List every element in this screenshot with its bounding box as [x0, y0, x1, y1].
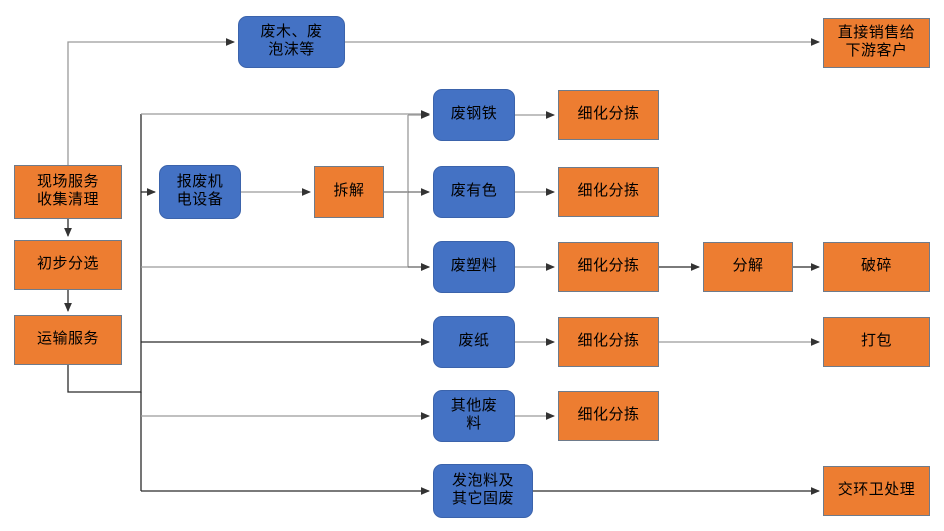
node-transport[interactable]: 运输服务 [14, 315, 122, 365]
node-directsale[interactable]: 直接销售给 下游客户 [823, 18, 930, 68]
node-scrapequip[interactable]: 报废机 电设备 [159, 165, 241, 219]
node-onsite[interactable]: 现场服务 收集清理 [14, 165, 122, 219]
node-scrapnonfe[interactable]: 废有色 [433, 166, 515, 218]
node-sortpaper[interactable]: 细化分拣 [558, 317, 659, 367]
node-otherwaste[interactable]: 其他废 料 [433, 390, 515, 442]
node-sanitation[interactable]: 交环卫处理 [823, 466, 930, 516]
node-foamsolid[interactable]: 发泡料及 其它固废 [433, 464, 533, 518]
node-dismantle[interactable]: 拆解 [314, 166, 384, 218]
node-woodfoam[interactable]: 废木、废 泡沫等 [238, 16, 345, 68]
node-presort[interactable]: 初步分选 [14, 240, 122, 290]
node-sortplastic[interactable]: 细化分拣 [558, 242, 659, 292]
node-decompose[interactable]: 分解 [703, 242, 793, 292]
node-baling[interactable]: 打包 [823, 317, 930, 367]
edge-onsite-woodfoam [67, 38, 235, 165]
node-sortnonfe[interactable]: 细化分拣 [558, 167, 659, 217]
node-scrapsteel[interactable]: 废钢铁 [433, 89, 515, 141]
node-scrapplastic[interactable]: 废塑料 [433, 241, 515, 293]
node-scrappaper[interactable]: 废纸 [433, 316, 515, 368]
node-sortother[interactable]: 细化分拣 [558, 391, 659, 441]
node-sortsteel[interactable]: 细化分拣 [558, 90, 659, 140]
node-crush[interactable]: 破碎 [823, 242, 930, 292]
